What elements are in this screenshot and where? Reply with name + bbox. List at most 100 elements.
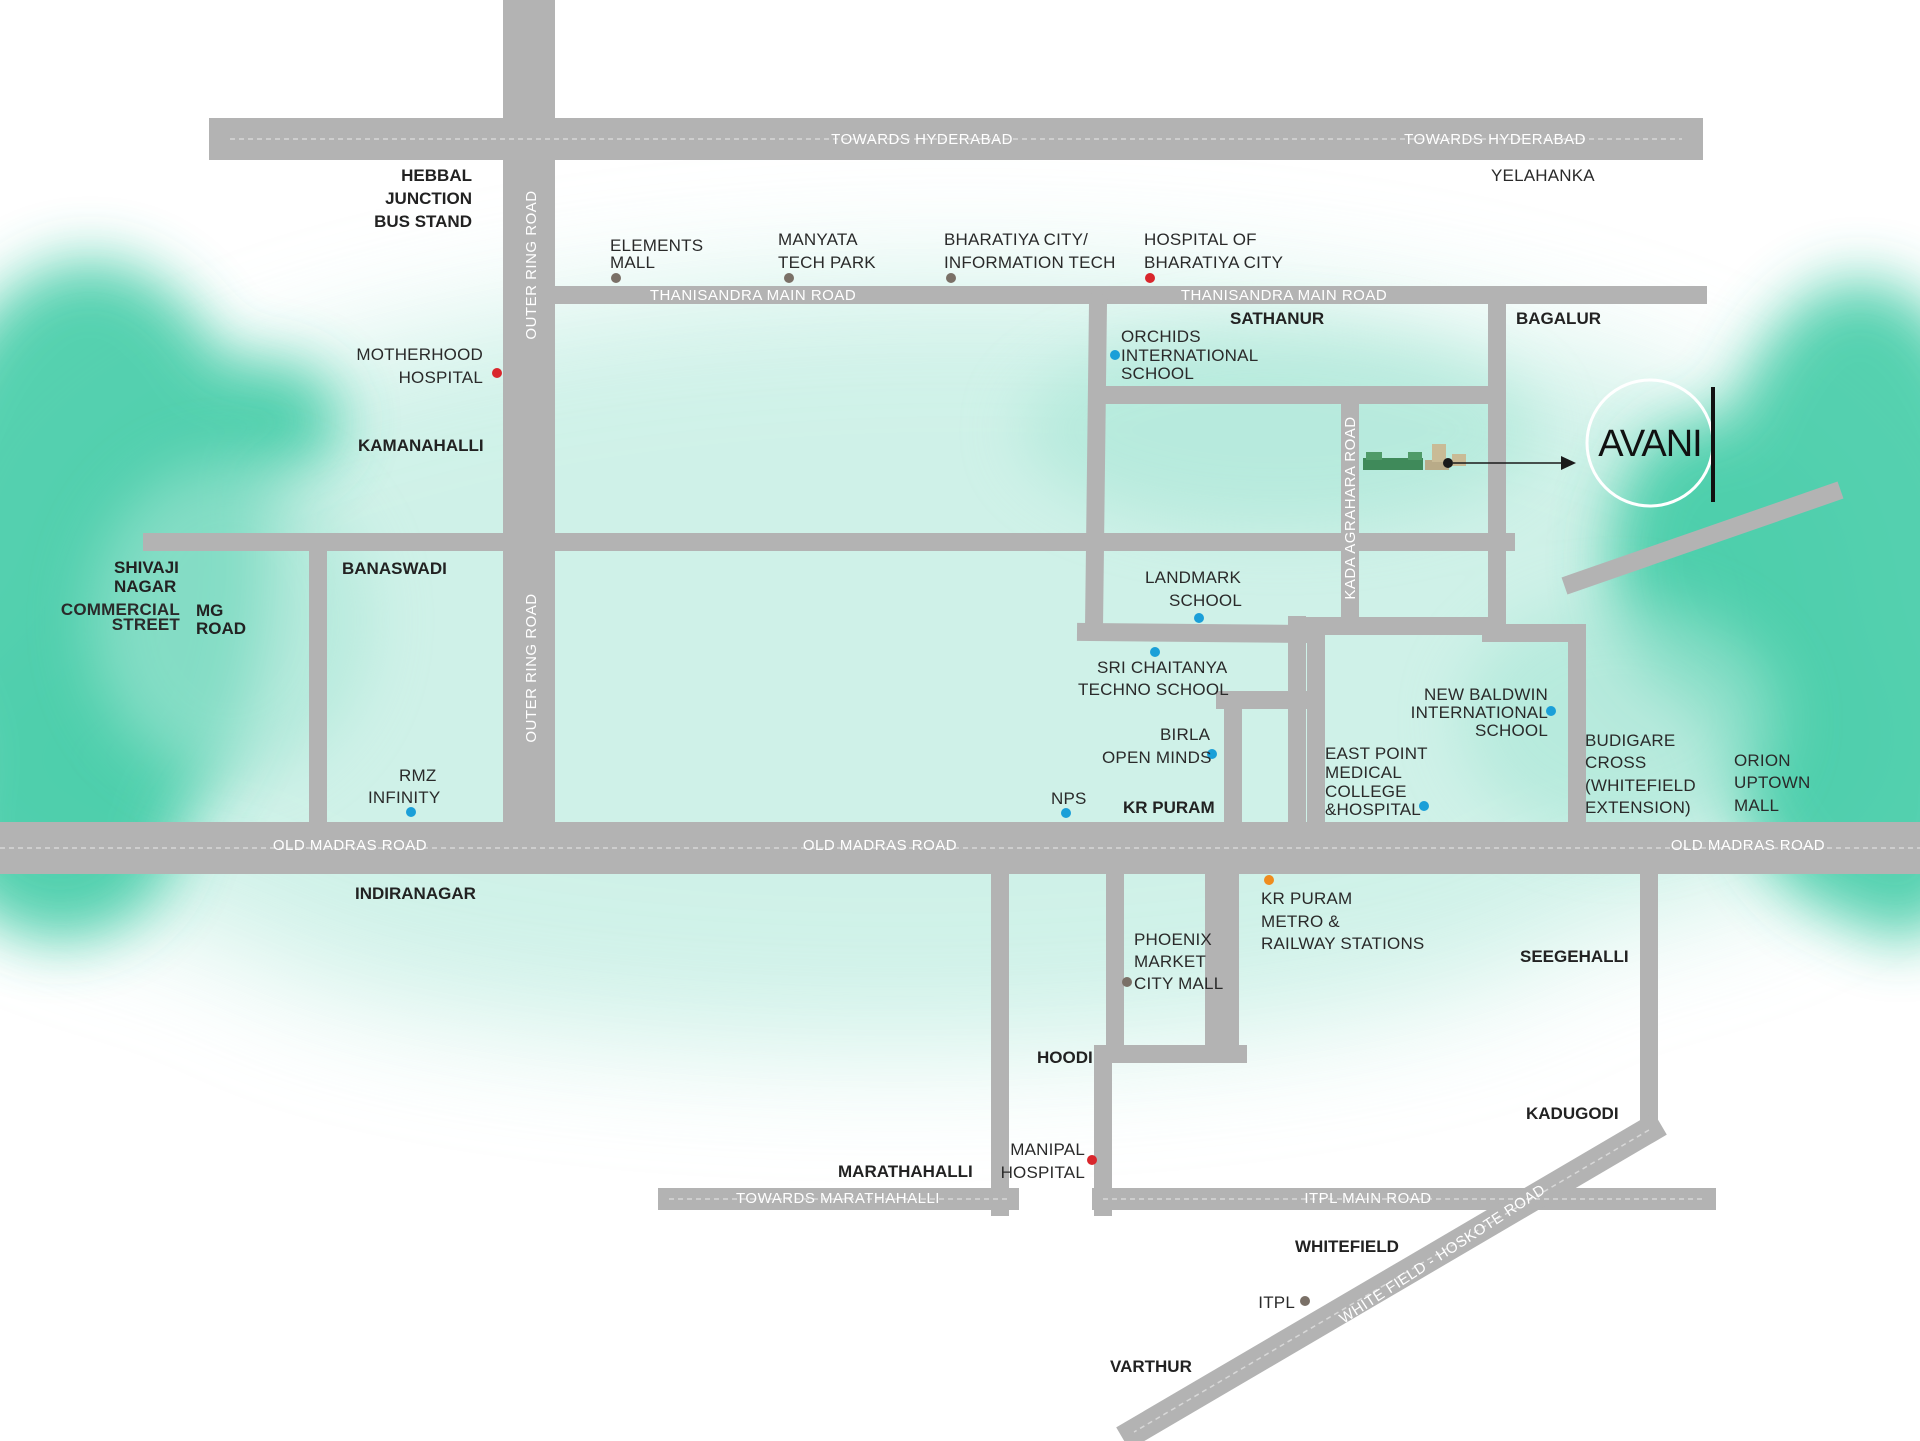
place-label-rmz-infinity-1: RMZ [399,766,436,785]
road-budigare-diagonal [1561,481,1844,595]
road-bagalur-connector [1482,624,1586,829]
poi-dot-elements-mall [611,273,621,283]
road-label-towards-marathahalli: TOWARDS MARATHAHALLI [736,1190,940,1207]
area-label-kadugodi: KADUGODI [1526,1104,1619,1123]
place-label-hospital-of-bharatiya-city-2: BHARATIYA CITY [1144,253,1283,272]
area-label-hebbal-3: BUS STAND [374,212,472,231]
poi-dot-kr-puram-metro [1264,875,1274,885]
place-label-hospital-of-bharatiya-city-1: HOSPITAL OF [1144,230,1257,249]
poi-dot-manyata-tech-park [784,273,794,283]
place-label-orion-mall-1: ORION [1734,751,1791,770]
road-label-kada-agrahara-road: KADA AGRAHARA ROAD [1342,416,1359,599]
road-label-towards-hyderabad-2: TOWARDS HYDERABAD [1404,131,1586,148]
poi-dot-rmz-infinity [406,807,416,817]
area-labels: HEBBAL JUNCTION BUS STAND KAMANAHALLI SH… [114,166,1629,1376]
place-label-kr-puram-metro-1: KR PURAM [1261,889,1352,908]
area-label-hebbal-1: HEBBAL [401,166,472,185]
area-label-varthur: VARTHUR [1110,1357,1192,1376]
poi-dot-sri-chaitanya [1150,647,1160,657]
area-label-sathanur: SATHANUR [1230,309,1324,328]
place-label-budigare-cross-2: CROSS [1585,753,1646,772]
poi-dot-landmark-school [1194,613,1204,623]
place-label-orion-mall-2: UPTOWN [1734,773,1810,792]
road-label-outer-ring-road-2: OUTER RING ROAD [523,593,540,742]
avani-logo: AVANI [1585,378,1715,508]
area-label-seegehalli: SEEGEHALLI [1520,947,1629,966]
place-label-commercial-street-1: COMMERCIAL [61,600,180,619]
place-label-phoenix-3: CITY MALL [1134,974,1223,993]
place-label-phoenix-1: PHOENIX [1134,930,1212,949]
place-label-nps: NPS [1051,789,1087,808]
poi-dot-orchids-school [1110,350,1120,360]
place-label-kr-puram-metro-3: RAILWAY STATIONS [1261,934,1424,953]
area-label-kamanahalli: KAMANAHALLI [358,436,484,455]
place-label-east-point-2: MEDICAL [1325,763,1402,782]
area-label-indiranagar: INDIRANAGAR [355,884,476,903]
road-label-old-madras-road-2: OLD MADRAS ROAD [803,837,957,854]
place-label-east-point-1: EAST POINT [1325,744,1428,763]
poi-dots [406,273,1556,1306]
place-label-sri-chaitanya-2: TECHNO SCHOOL [1078,680,1229,699]
place-label-birla-open-minds-2: OPEN MINDS [1102,748,1212,767]
road-label-outer-ring-road-1: OUTER RING ROAD [523,190,540,339]
poi-dot-manipal-hospital [1087,1155,1097,1165]
place-label-orion-mall-3: MALL [1734,796,1779,815]
place-label-sri-chaitanya-1: SRI CHAITANYA [1097,658,1228,677]
place-label-new-baldwin-1: NEW BALDWIN [1424,685,1548,704]
place-label-itpl: ITPL [1258,1293,1295,1312]
place-label-commercial-street-2: STREET [112,615,181,634]
place-label-manyata-tech-park-1: MANYATA [778,230,858,249]
road-label-itpl-main-road: ITPL MAIN ROAD [1304,1190,1431,1207]
place-label-manipal-hospital-2: HOSPITAL [1001,1163,1085,1182]
area-label-shivaji-nagar-1: SHIVAJI [114,558,179,577]
place-label-rmz-infinity-2: INFINITY [368,788,440,807]
poi-dot-birla-open-minds [1207,749,1217,759]
place-label-new-baldwin-2: INTERNATIONAL [1411,703,1548,722]
area-label-kr-puram: KR PURAM [1123,798,1215,817]
poi-dot-phoenix-market-city [1122,977,1132,987]
poi-dot-hospital-of-bharatiya-city [1145,273,1155,283]
place-label-motherhood-hospital-2: HOSPITAL [399,368,483,387]
poi-dot-nps [1061,808,1071,818]
area-label-mg-road-2: ROAD [196,619,246,638]
place-label-east-point-3: COLLEGE [1325,782,1407,801]
road-center-lines [0,138,1920,1433]
road-label-old-madras-road-1: OLD MADRAS ROAD [273,837,427,854]
place-label-budigare-cross-1: BUDIGARE [1585,731,1675,750]
area-label-whitefield: WHITEFIELD [1295,1237,1399,1256]
road-label-towards-hyderabad-1: TOWARDS HYDERABAD [831,131,1013,148]
place-labels: YELAHANKA COMMERCIAL STREET ELEMENTS MAL… [61,166,1810,1312]
place-label-elements-mall-1: ELEMENTS [610,236,703,255]
area-label-mg-road-1: MG [196,601,223,620]
place-label-kr-puram-metro-2: METRO & [1261,912,1340,931]
area-label-hoodi: HOODI [1037,1048,1093,1067]
place-label-orchids-school-2: INTERNATIONAL [1121,346,1258,365]
poi-dot-new-baldwin [1546,706,1556,716]
road-label-thanisandra-main-road-1: THANISANDRA MAIN ROAD [650,287,856,304]
road-label-thanisandra-main-road-2: THANISANDRA MAIN ROAD [1181,287,1387,304]
road-centerline-whitefield-hoskote-road [1133,1129,1650,1433]
area-label-shivaji-nagar-2: NAGAR [114,577,176,596]
place-label-new-baldwin-3: SCHOOL [1475,721,1548,740]
project-site-marker [1363,444,1576,470]
place-label-orchids-school-3: SCHOOL [1121,364,1194,383]
area-label-banaswadi: BANASWADI [342,559,447,578]
poi-dot-motherhood-hospital [492,368,502,378]
poi-dot-bharatiya-city [946,273,956,283]
road-landmark-link [1076,622,1317,644]
road-sathanur-loop-west [1084,293,1108,638]
place-label-phoenix-2: MARKET [1134,952,1206,971]
area-label-marathahalli: MARATHAHALLI [838,1162,973,1181]
poi-dot-itpl [1300,1296,1310,1306]
place-label-bharatiya-city-1: BHARATIYA CITY/ [944,230,1088,249]
area-label-hebbal-2: JUNCTION [385,189,472,208]
avani-wordmark: AVANI [1598,423,1701,465]
place-label-east-point-4: &HOSPITAL [1325,800,1421,819]
poi-dot-east-point [1419,801,1429,811]
place-label-manyata-tech-park-2: TECH PARK [778,253,876,272]
place-label-orchids-school-1: ORCHIDS [1121,327,1201,346]
road-label-old-madras-road-3: OLD MADRAS ROAD [1671,837,1825,854]
place-label-birla-open-minds-1: BIRLA [1160,725,1211,744]
